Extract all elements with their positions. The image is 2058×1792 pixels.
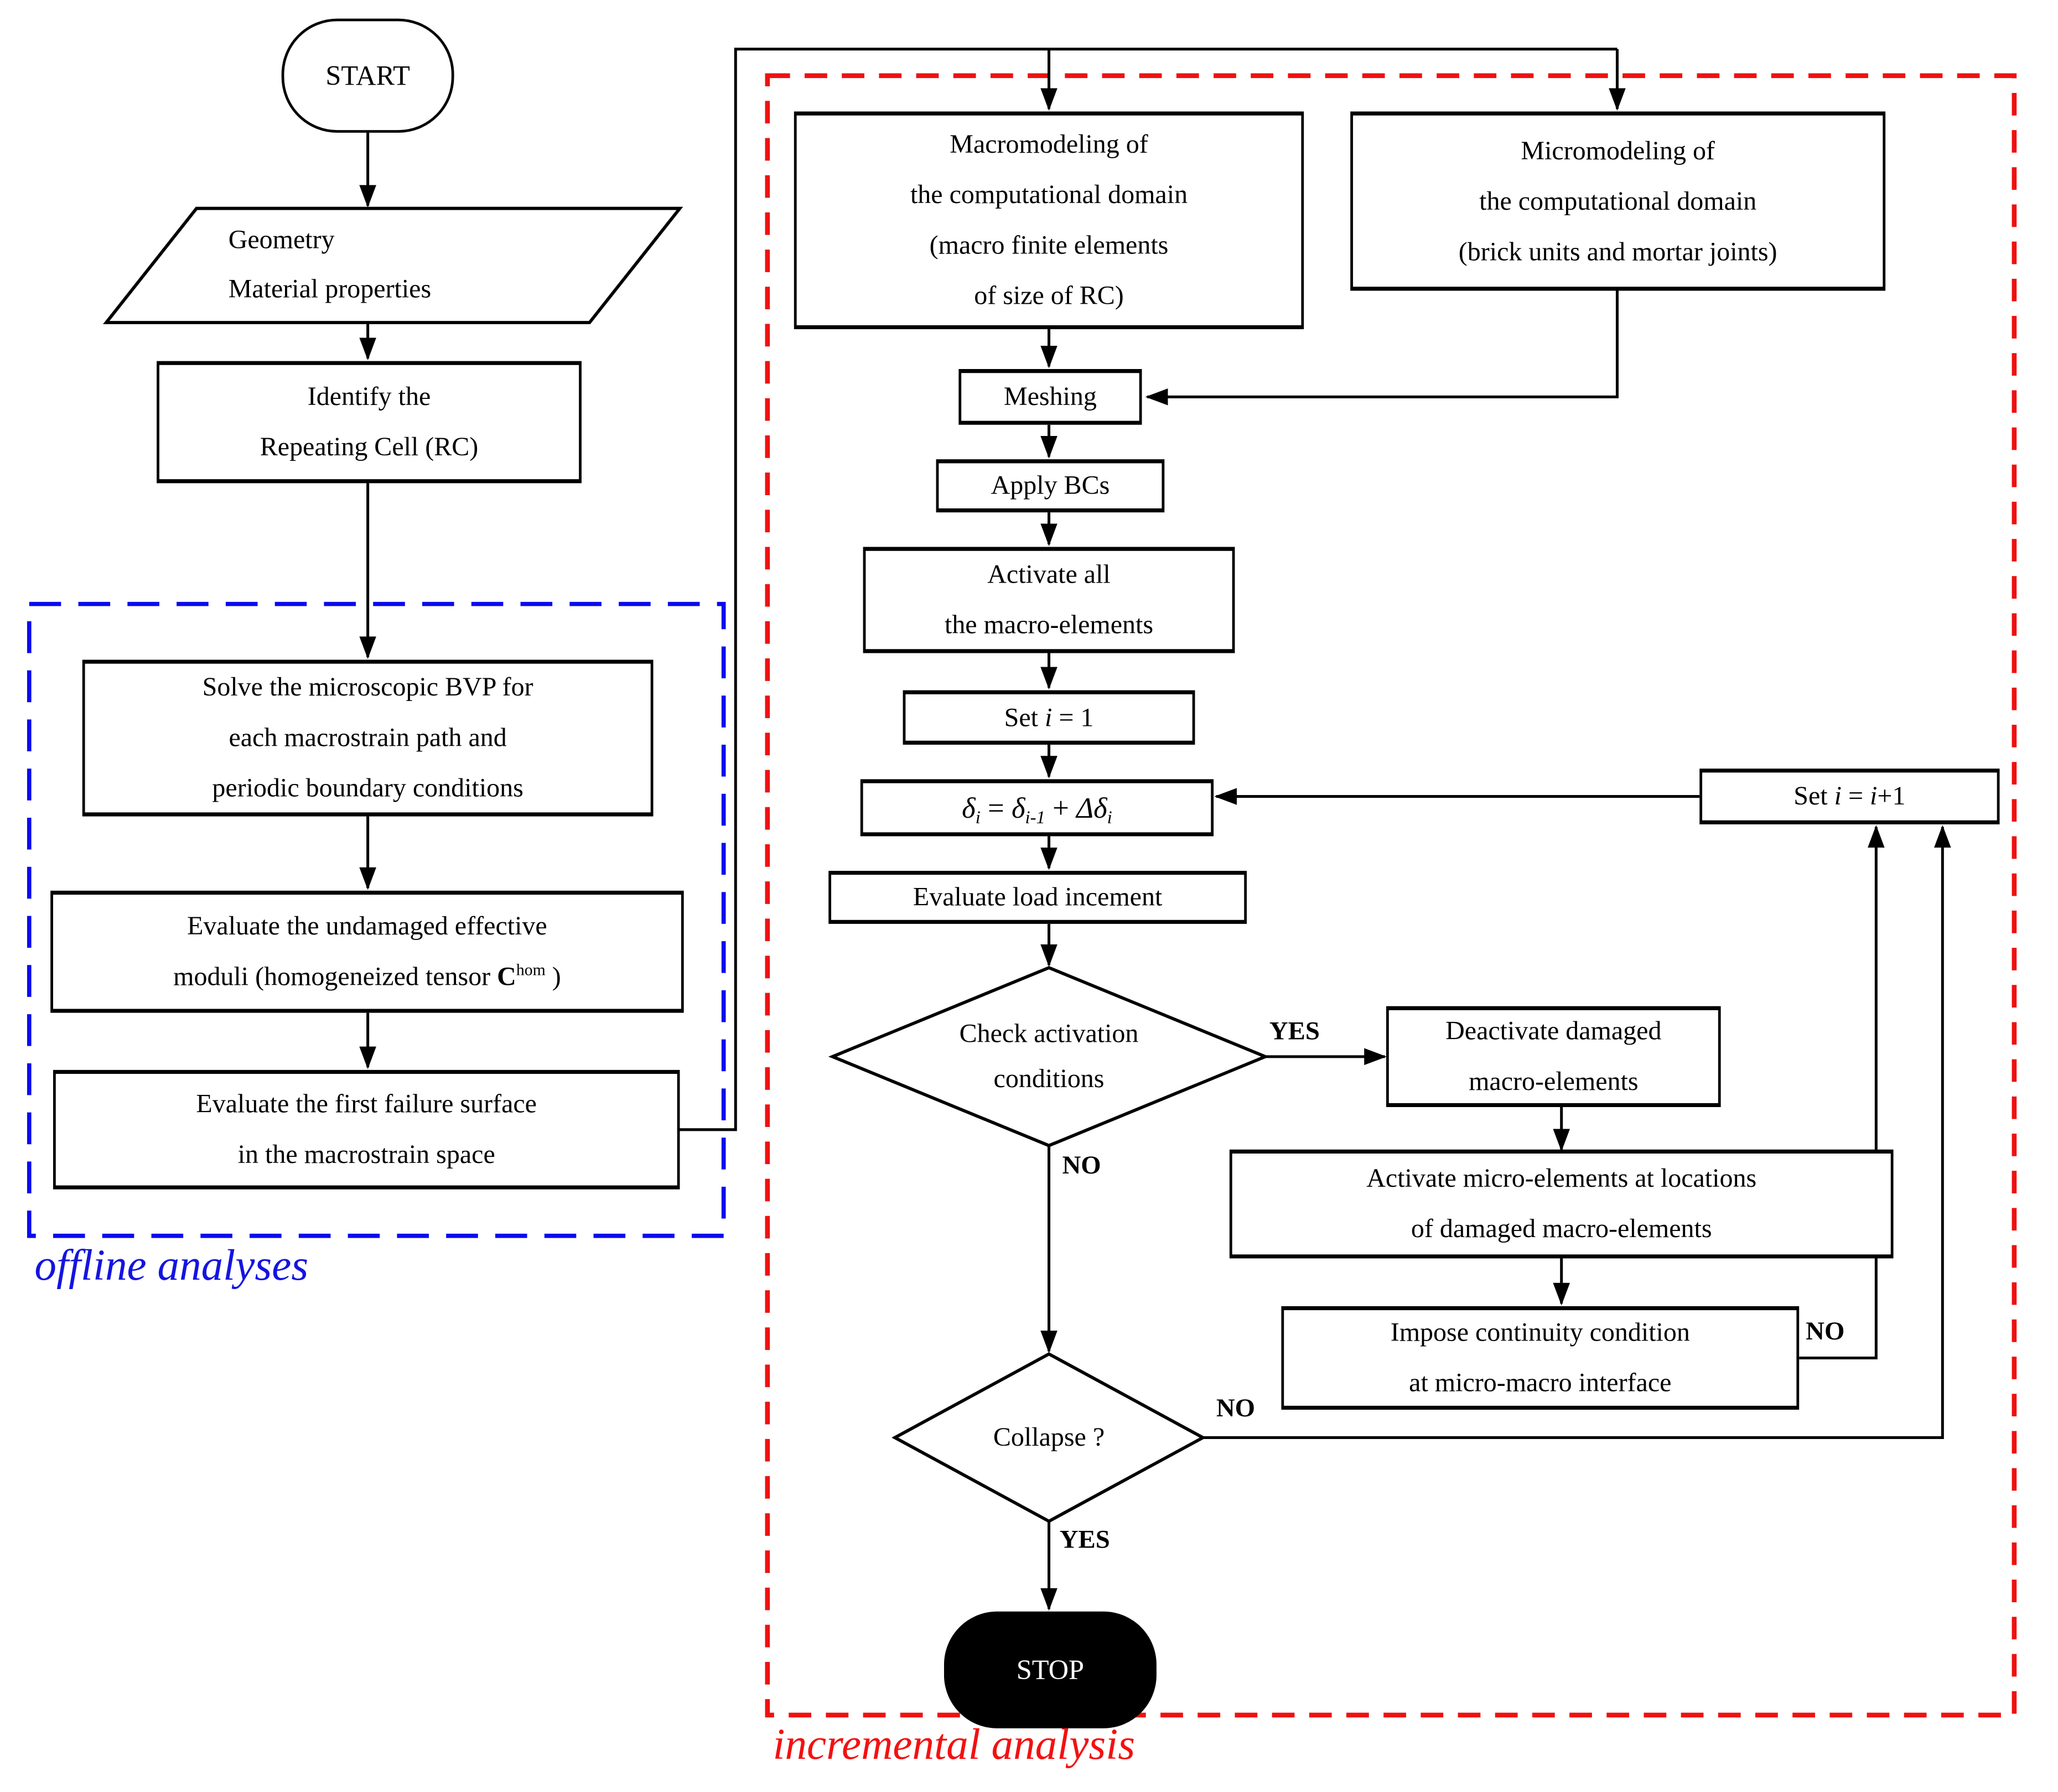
delta-increment-equation-box: δi = δi-1 + Δδi	[860, 779, 1214, 837]
geometry-parallelogram-shape	[103, 206, 683, 324]
stop-terminal: STOP	[944, 1611, 1157, 1728]
check-no-label: NO	[1062, 1152, 1101, 1180]
micromodeling-box: Micromodeling of the computational domai…	[1350, 111, 1886, 291]
impose-no-label: NO	[1806, 1318, 1845, 1346]
set-i-plus-1-box: Set i = i+1	[1699, 768, 2000, 824]
connector-failure-to-top	[680, 48, 1618, 1131]
evaluate-undamaged-moduli-box: Evaluate the undamaged effective moduli …	[50, 890, 684, 1013]
check-activation-conditions-label: Check activation conditions	[959, 1019, 1139, 1094]
moduli-line2: moduli (homogeneized tensor Chom )	[173, 960, 561, 992]
check-activation-diamond-shape	[828, 965, 1270, 1147]
evaluate-load-increment-box: Evaluate load incement	[828, 870, 1247, 924]
geometry-line1: Geometry	[228, 225, 335, 255]
set-i-1-box: Set i = 1	[903, 690, 1195, 745]
homogenized-tensor-symbol: C	[497, 962, 516, 992]
offline-analyses-region-border	[27, 601, 726, 1238]
stop-label: STOP	[1016, 1653, 1085, 1685]
activate-all-macro-elements-box: Activate all the macro-elements	[863, 547, 1235, 653]
start-label: START	[325, 59, 410, 91]
start-terminal: START	[281, 18, 454, 133]
connector-collapse-no-to-setinext	[1202, 825, 1951, 1439]
incremental-analysis-region-label: incremental analysis	[773, 1721, 1136, 1770]
connector-impose-no-to-setinext	[1799, 825, 1885, 1360]
activate-micro-elements-box: Activate micro-elements at locations of …	[1229, 1149, 1894, 1259]
evaluate-first-failure-surface-box: Evaluate the first failure surface in th…	[53, 1069, 680, 1190]
collapse-diamond-shape	[891, 1352, 1206, 1523]
collapse-question-label: Collapse ?	[993, 1423, 1105, 1452]
geometry-line2: Material properties	[228, 274, 432, 304]
check-yes-label: YES	[1269, 1018, 1320, 1046]
offline-analyses-region-label: offline analyses	[34, 1242, 309, 1291]
incremental-analysis-region-border	[765, 73, 2017, 1718]
macromodeling-box: Macromodeling of the computational domai…	[794, 111, 1304, 330]
collapse-yes-label: YES	[1059, 1526, 1110, 1555]
connector-micromodeling-to-meshing	[1145, 290, 1619, 406]
meshing-box: Meshing	[958, 369, 1142, 425]
deactivate-damaged-macro-elements-box: Deactivate damaged macro-elements	[1386, 1006, 1721, 1108]
apply-bcs-box: Apply BCs	[936, 459, 1165, 513]
impose-continuity-condition-box: Impose continuity condition at micro-mac…	[1281, 1306, 1800, 1410]
identify-repeating-cell-box: Identify the Repeating Cell (RC)	[157, 361, 582, 484]
collapse-no-label: NO	[1216, 1395, 1256, 1424]
geometry-input-label: Geometry Material properties	[229, 216, 431, 315]
solve-microscopic-bvp-box: Solve the microscopic BVP for each macro…	[82, 659, 654, 817]
